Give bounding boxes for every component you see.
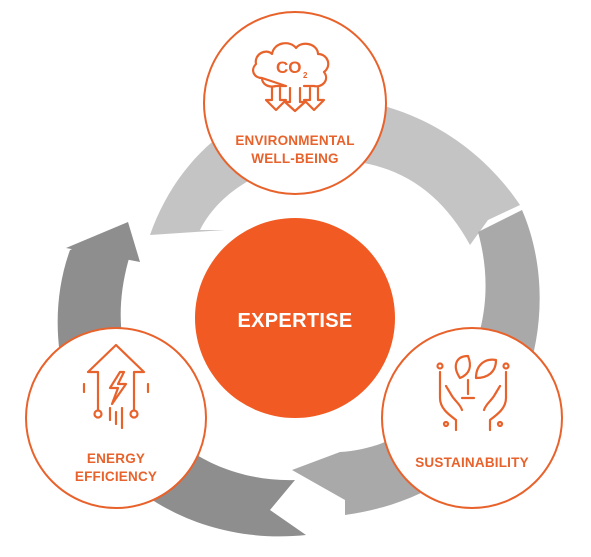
node-sustainability-circle xyxy=(381,327,563,509)
center-circle xyxy=(195,218,395,418)
cycle-arrowhead-left xyxy=(66,222,140,262)
node-environmental-circle xyxy=(203,11,387,195)
co2-cloud-icon: CO 2 xyxy=(252,42,330,113)
center-node: EXPERTISE xyxy=(195,218,395,418)
node-energy: ENERGY EFFICIENCY xyxy=(25,327,207,509)
svg-text:CO: CO xyxy=(276,58,302,77)
node-energy-label-line2: EFFICIENCY xyxy=(75,469,157,484)
svg-text:2: 2 xyxy=(303,71,308,80)
center-label: EXPERTISE xyxy=(238,310,353,332)
node-sustainability: SUSTAINABILITY xyxy=(381,327,563,509)
node-environmental-label-line2: WELL-BEING xyxy=(251,151,339,166)
node-energy-label-line1: ENERGY xyxy=(87,451,145,466)
node-environmental: CO 2 ENVIRONMENTAL WELL-BEING xyxy=(203,11,387,195)
hands-leaf-icon xyxy=(436,354,510,432)
node-sustainability-label: SUSTAINABILITY xyxy=(415,455,529,470)
node-environmental-label-line1: ENVIRONMENTAL xyxy=(235,133,354,148)
energy-arrow-bolt-icon xyxy=(82,343,150,430)
